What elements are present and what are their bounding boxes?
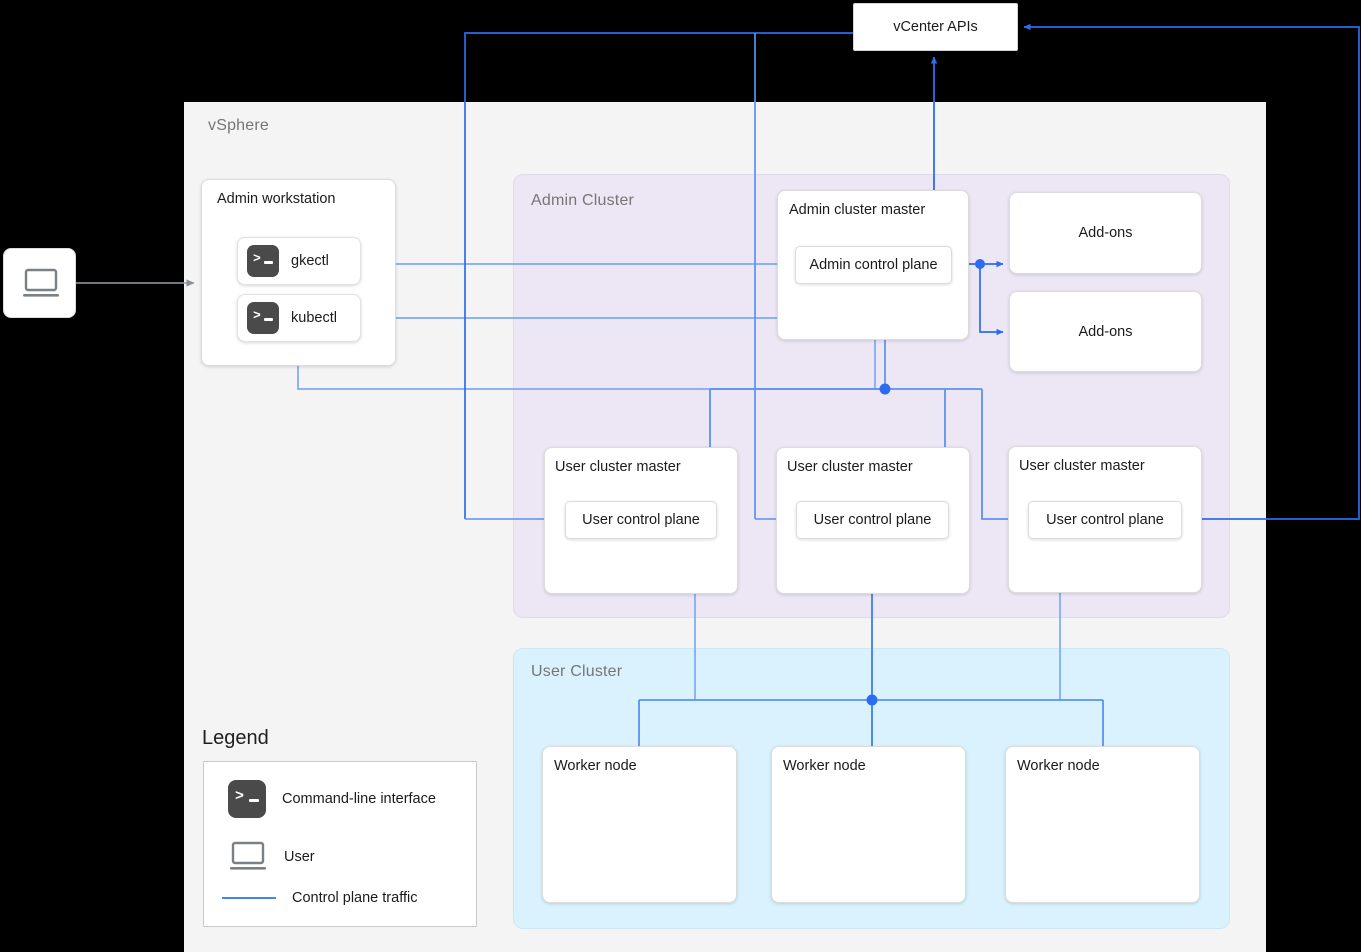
laptop-icon [230,841,266,870]
legend-item-command-line-interface-label: Command-line interface [282,791,436,807]
worker-node-2[interactable] [771,746,966,903]
legend-title: Legend [202,727,269,749]
user-node[interactable] [3,248,76,318]
user-control-plane-2-label: User control plane [813,512,932,528]
legend-item-user-label: User [284,849,315,865]
command-line-icon: > [247,245,279,277]
worker-node-2-label: Worker node [783,758,866,774]
user-cluster-master-1-label: User cluster master [555,459,681,475]
cli-chip-kubectl-label: kubectl [291,310,337,326]
legend-item-user: User [228,840,315,874]
addons-node-2-label: Add-ons [1078,323,1133,340]
user-cluster-master-3-label: User cluster master [1019,458,1145,474]
worker-node-1-label: Worker node [554,758,637,774]
cli-chip-gkectl[interactable]: > gkectl [237,237,361,285]
vcenter-apis-label: vCenter APIs [893,19,978,35]
admin-control-plane-label: Admin control plane [809,257,938,273]
addons-node-2[interactable]: Add-ons [1009,291,1202,372]
user-control-plane-node-1[interactable]: User control plane [565,501,717,539]
command-line-icon: > [247,302,279,334]
user-control-plane-node-2[interactable]: User control plane [796,501,949,539]
vcenter-apis-node[interactable]: vCenter APIs [853,3,1018,51]
region-user-cluster-label: User Cluster [531,663,623,680]
addons-node-1-label: Add-ons [1078,225,1133,241]
cli-chip-kubectl[interactable]: > kubectl [237,294,361,342]
addons-node-1[interactable]: Add-ons [1009,192,1202,274]
worker-node-3-label: Worker node [1017,758,1100,774]
worker-node-3[interactable] [1005,746,1200,903]
legend-item-control-plane-traffic: Control plane traffic [222,890,417,906]
admin-control-plane-node[interactable]: Admin control plane [795,246,952,284]
laptop-icon [23,268,59,297]
worker-node-1[interactable] [542,746,737,903]
command-line-icon: > [228,780,266,818]
user-cluster-master-2-label: User cluster master [787,459,913,475]
user-control-plane-3-label: User control plane [1046,512,1164,528]
legend-item-control-plane-traffic-label: Control plane traffic [292,890,418,906]
region-admin-cluster-label: Admin Cluster [531,192,635,209]
legend-item-command-line-interface: > Command-line interface [228,780,436,818]
line-swatch [222,897,276,899]
cli-chip-gkectl-label: gkectl [291,253,329,269]
admin-workstation-label: Admin workstation [217,191,336,207]
user-control-plane-1-label: User control plane [582,512,700,528]
user-control-plane-node-3[interactable]: User control plane [1028,501,1182,539]
region-vsphere-label: vSphere [208,117,269,134]
admin-cluster-master-label: Admin cluster master [789,202,926,218]
